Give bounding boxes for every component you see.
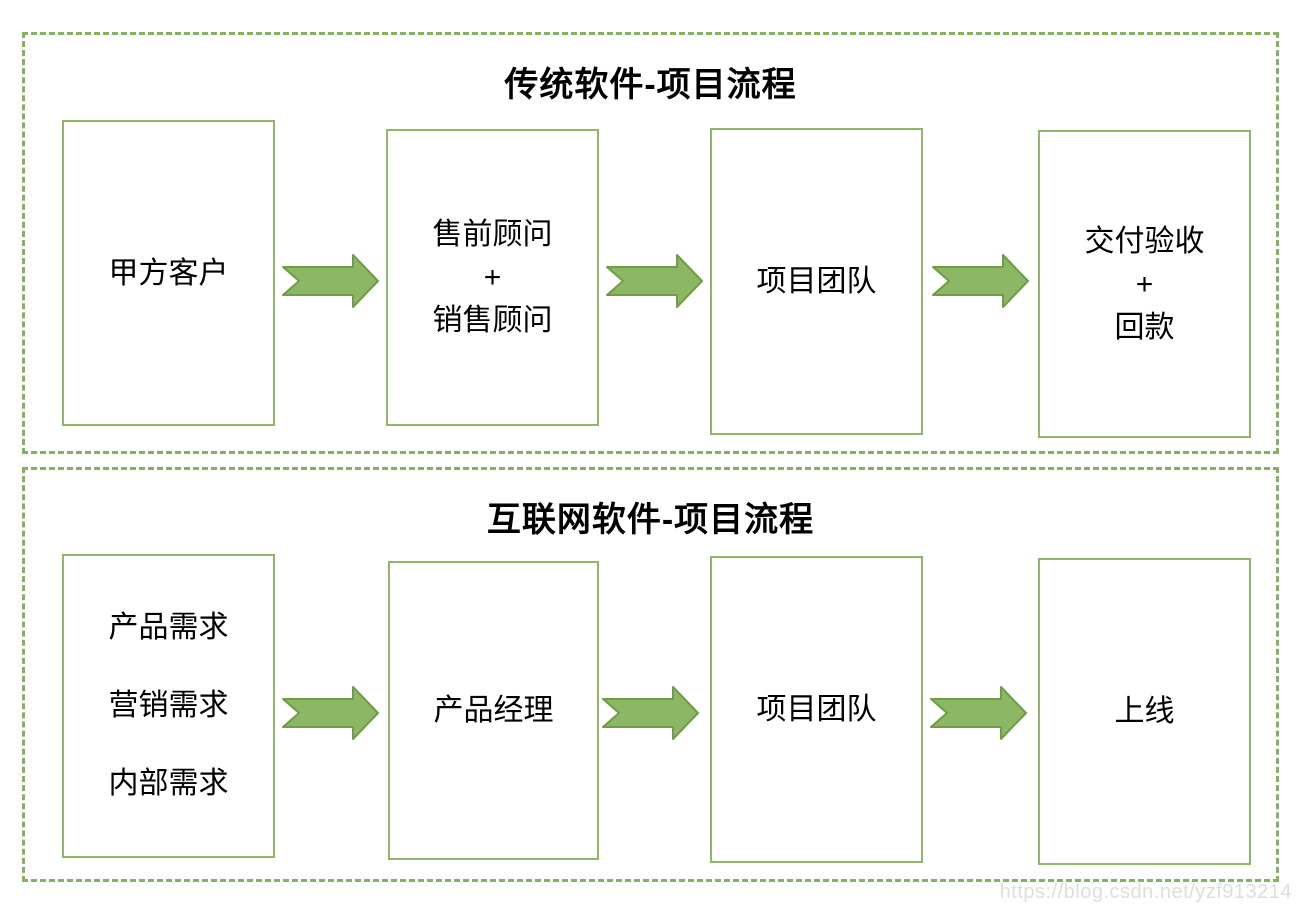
- box-label-line: 产品需求: [108, 611, 229, 644]
- box-label-line: 营销需求: [108, 689, 229, 722]
- box-label-line: 甲方客户: [108, 256, 229, 290]
- flow-box-launch: 上线: [1038, 558, 1251, 865]
- flow-box-consultants: 售前顾问 + 销售顾问: [386, 129, 599, 426]
- box-label-line: 内部需求: [108, 767, 229, 800]
- watermark-url: https://blog.csdn.net/yzf913214: [999, 881, 1292, 903]
- box-label-line: 项目团队: [756, 693, 877, 726]
- box-label-line: +: [1135, 267, 1154, 301]
- box-label-line: 上线: [1114, 695, 1175, 728]
- arrow-right-icon: [932, 254, 1029, 308]
- flow-box-project-team: 项目团队: [710, 128, 923, 435]
- arrow-right-icon: [282, 254, 379, 308]
- box-label-line: 回款: [1114, 310, 1175, 344]
- box-label-line: 项目团队: [756, 265, 877, 298]
- flow-box-client: 甲方客户: [62, 120, 275, 426]
- box-label-line: 售前顾问: [432, 218, 553, 251]
- section-internet-flow: 互联网软件-项目流程 产品需求 营销需求 内部需求 产品经理 项目团队 上线: [22, 467, 1279, 882]
- box-label-line: +: [483, 261, 502, 294]
- flow-box-requirements: 产品需求 营销需求 内部需求: [62, 554, 275, 858]
- arrow-right-icon: [606, 254, 703, 308]
- flow-box-delivery-payment: 交付验收 + 回款: [1038, 130, 1251, 438]
- box-label-line: 销售顾问: [432, 304, 553, 337]
- box-label-line: 产品经理: [433, 694, 554, 727]
- arrow-right-icon: [602, 686, 699, 740]
- box-label-line: 交付验收: [1084, 224, 1205, 258]
- section-traditional-flow: 传统软件-项目流程 甲方客户 售前顾问 + 销售顾问 项目团队 交付验收 + 回…: [22, 32, 1279, 454]
- arrow-right-icon: [282, 686, 379, 740]
- arrow-right-icon: [930, 686, 1027, 740]
- section-title-traditional: 传统软件-项目流程: [504, 66, 797, 104]
- flow-box-project-team-2: 项目团队: [710, 556, 923, 863]
- section-title-internet: 互联网软件-项目流程: [486, 501, 815, 539]
- flow-box-product-manager: 产品经理: [388, 561, 599, 860]
